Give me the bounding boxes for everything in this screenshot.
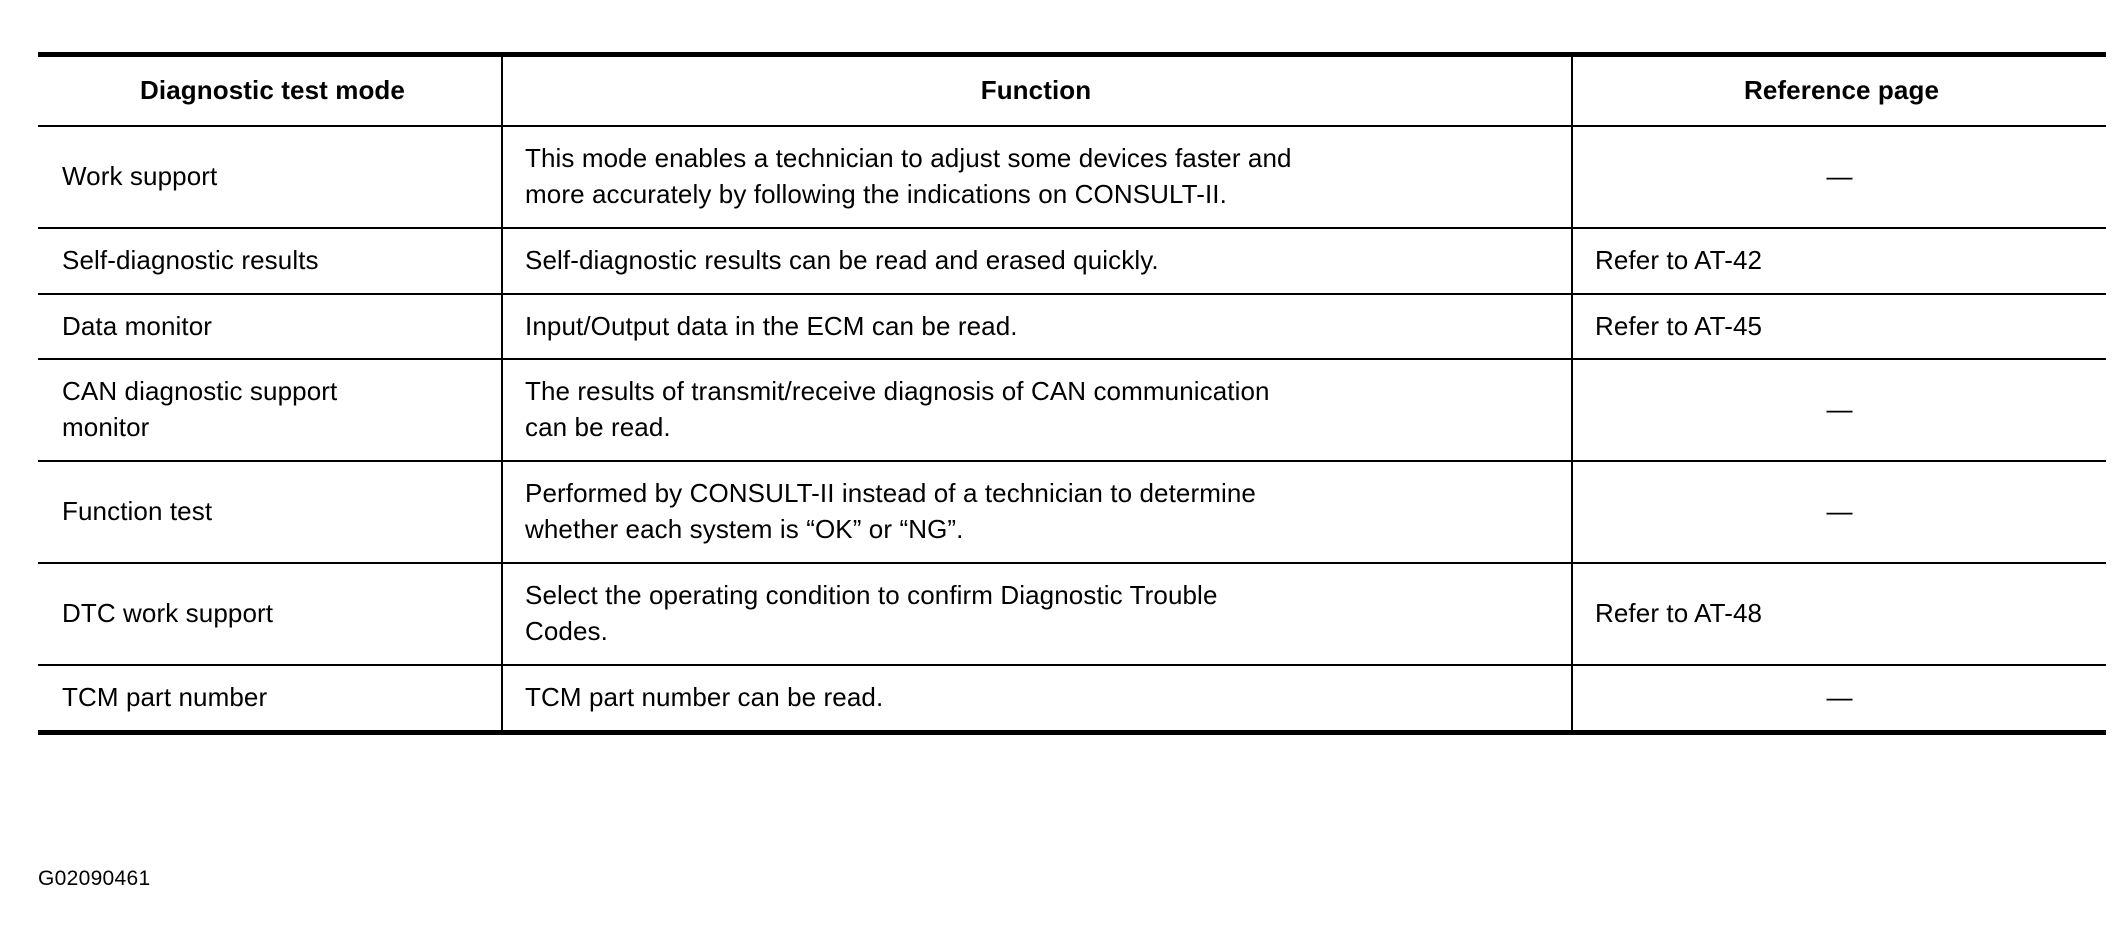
figure-code-caption: G02090461	[38, 867, 151, 890]
cell-function: Select the operating condition to confir…	[502, 562, 1573, 666]
table-row: CAN diagnostic support monitor The resul…	[38, 359, 2106, 463]
column-header-diagnostic-test-mode: Diagnostic test mode	[38, 57, 503, 127]
cell-function: This mode enables a technician to adjust…	[502, 125, 1573, 229]
function-value: Performed by CONSULT-II instead of a tec…	[525, 478, 1256, 544]
cell-diagnostic-test-mode: CAN diagnostic support monitor	[38, 359, 503, 463]
cell-diagnostic-test-mode: Work support	[38, 125, 503, 229]
reference-page-value: Refer to AT-45	[1595, 310, 1763, 341]
reference-page-value: —	[1826, 496, 1853, 527]
table-top-rule	[38, 52, 2106, 57]
cell-reference-page: —	[1572, 359, 2106, 463]
function-value: Self-diagnostic results can be read and …	[525, 244, 1159, 275]
diagnostic-test-mode-table: Diagnostic test mode Function Reference …	[38, 52, 2106, 735]
table-row: Work support This mode enables a technic…	[38, 125, 2106, 229]
cell-diagnostic-test-mode: Data monitor	[38, 293, 503, 361]
table-row: Function test Performed by CONSULT-II in…	[38, 461, 2106, 564]
diagnostic-test-mode-value: Function test	[62, 496, 213, 527]
cell-function: The results of transmit/receive diagnosi…	[502, 359, 1573, 463]
reference-page-value: Refer to AT-42	[1595, 244, 1763, 275]
function-value: TCM part number can be read.	[525, 681, 884, 712]
diagnostic-test-mode-value: Data monitor	[62, 310, 213, 341]
cell-diagnostic-test-mode: Self-diagnostic results	[38, 227, 503, 295]
cell-reference-page: Refer to AT-48	[1572, 562, 2106, 666]
table-row: Data monitor Input/Output data in the EC…	[38, 293, 2106, 361]
function-value: Input/Output data in the ECM can be read…	[525, 310, 1018, 341]
column-header-function-label: Function	[980, 75, 1092, 105]
cell-function: TCM part number can be read.	[502, 664, 1573, 730]
table-header-row: Diagnostic test mode Function Reference …	[38, 57, 2106, 127]
cell-diagnostic-test-mode: TCM part number	[38, 664, 503, 730]
reference-page-value: Refer to AT-48	[1595, 597, 1763, 628]
cell-function: Performed by CONSULT-II instead of a tec…	[502, 461, 1573, 564]
column-header-reference-page-label: Reference page	[1743, 75, 1940, 105]
reference-page-value: —	[1826, 160, 1853, 191]
table-row: TCM part number TCM part number can be r…	[38, 664, 2106, 730]
function-value: Select the operating condition to confir…	[525, 579, 1218, 646]
cell-function: Self-diagnostic results can be read and …	[502, 227, 1573, 295]
cell-reference-page: —	[1572, 664, 2106, 730]
diagnostic-test-mode-value: Self-diagnostic results	[62, 244, 319, 275]
diagnostic-test-mode-value: Work support	[62, 160, 218, 191]
function-value: The results of transmit/receive diagnosi…	[525, 376, 1270, 443]
diagnostic-test-mode-value: CAN diagnostic support monitor	[62, 376, 338, 443]
reference-page-value: —	[1826, 394, 1853, 425]
column-header-reference-page: Reference page	[1572, 57, 2106, 127]
table: Diagnostic test mode Function Reference …	[38, 57, 2106, 730]
cell-reference-page: —	[1572, 461, 2106, 564]
function-value: This mode enables a technician to adjust…	[525, 142, 1292, 209]
cell-diagnostic-test-mode: Function test	[38, 461, 503, 564]
cell-diagnostic-test-mode: DTC work support	[38, 562, 503, 666]
cell-reference-page: —	[1572, 125, 2106, 229]
column-header-diagnostic-test-mode-label: Diagnostic test mode	[140, 75, 405, 105]
table-row: DTC work support Select the operating co…	[38, 562, 2106, 666]
table-row: Self-diagnostic results Self-diagnostic …	[38, 227, 2106, 295]
cell-function: Input/Output data in the ECM can be read…	[502, 293, 1573, 361]
reference-page-value: —	[1826, 681, 1853, 712]
cell-reference-page: Refer to AT-42	[1572, 227, 2106, 295]
diagnostic-test-mode-value: DTC work support	[62, 597, 274, 628]
diagnostic-test-mode-value: TCM part number	[62, 681, 268, 712]
table-body: Work support This mode enables a technic…	[38, 125, 2106, 730]
column-header-function: Function	[502, 57, 1573, 127]
cell-reference-page: Refer to AT-45	[1572, 293, 2106, 361]
table-bottom-rule	[38, 729, 2106, 735]
